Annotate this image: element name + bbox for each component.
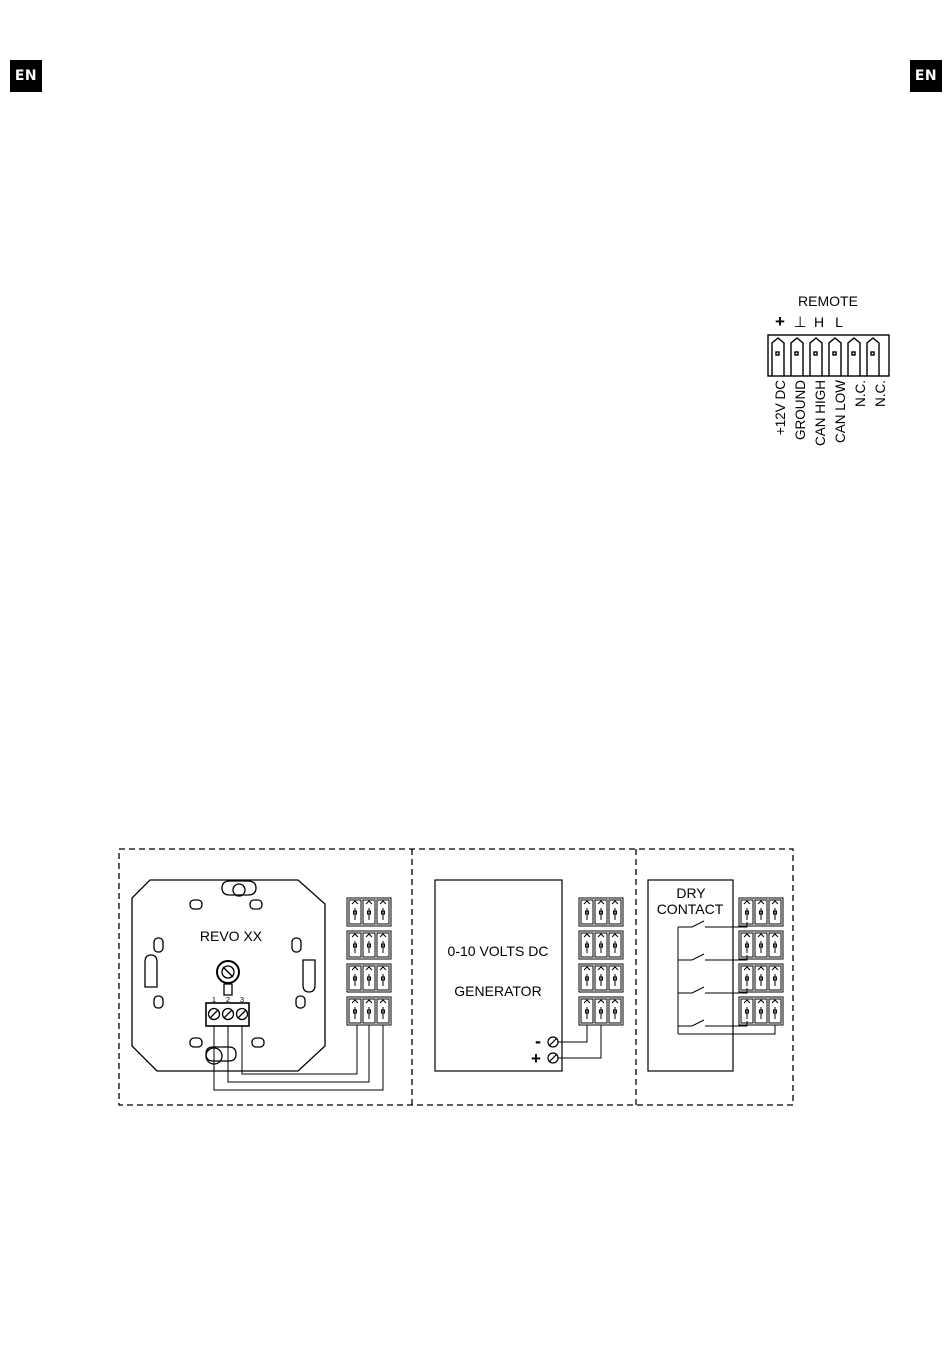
- panel-dry-contact: DRY CONTACT: [648, 880, 783, 1071]
- generator-label-line2: GENERATOR: [454, 983, 541, 999]
- revo-terminal-1: 1: [212, 995, 216, 1004]
- remote-symbol-low: L: [835, 314, 843, 330]
- revo-terminal-2: 2: [226, 995, 230, 1004]
- panel-generator: 0-10 VOLTS DC GENERATOR - +: [435, 880, 623, 1071]
- remote-symbol-plus: +: [775, 312, 785, 331]
- remote-connector: REMOTE + ⊥ H L +12V DC GROUND C: [768, 293, 889, 446]
- dry-contact-label-line2: CONTACT: [657, 901, 724, 917]
- remote-symbol-high: H: [814, 314, 824, 330]
- remote-pin-label-3: CAN HIGH: [813, 380, 828, 446]
- remote-pin-label-1: +12V DC: [773, 380, 788, 435]
- remote-pin-label-5: N.C.: [853, 380, 868, 407]
- revo-terminal-3: 3: [240, 995, 244, 1004]
- panel-2-wires: [558, 1025, 601, 1058]
- panel-3-terminal-blocks: [739, 898, 783, 1025]
- generator-minus-symbol: -: [535, 1031, 541, 1051]
- generator-label-line1: 0-10 VOLTS DC: [448, 943, 549, 959]
- panel-1-wires: [214, 1025, 383, 1090]
- generator-box: [435, 880, 562, 1071]
- revo-label: REVO XX: [200, 928, 263, 944]
- remote-terminal-pins: [772, 338, 879, 376]
- wiring-diagram: REVO XX 1 2 3 0-10 VOLTS DC GENERATOR - …: [119, 849, 793, 1105]
- remote-pin-label-4: CAN LOW: [833, 380, 848, 443]
- panel-revo: REVO XX 1 2 3: [132, 880, 391, 1090]
- dry-contact-label-line1: DRY: [676, 885, 706, 901]
- remote-pin-label-2: GROUND: [793, 380, 808, 440]
- generator-screw-terminals: [548, 1037, 558, 1063]
- generator-plus-symbol: +: [531, 1049, 541, 1068]
- remote-pin-label-6: N.C.: [873, 380, 888, 407]
- panel-2-terminal-blocks: [579, 898, 623, 1025]
- remote-symbol-ground: ⊥: [793, 314, 806, 331]
- remote-title: REMOTE: [798, 293, 858, 309]
- remote-terminal-block: [768, 335, 889, 376]
- panel-1-terminal-blocks: [347, 898, 391, 1025]
